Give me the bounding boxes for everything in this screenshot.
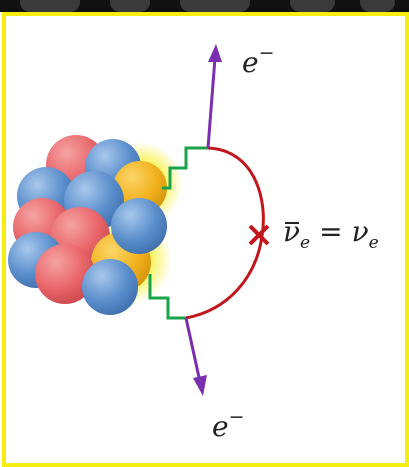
neutron-nucleon: [82, 259, 138, 315]
neutron-nucleon: [111, 198, 167, 254]
majorana-condition-label: νe=νe: [283, 215, 379, 253]
electron-top-label: e−: [242, 42, 275, 79]
x-mark-icon: [248, 224, 270, 246]
antineutrino-symbol: ν: [283, 215, 301, 248]
proton-nucleon: [35, 244, 95, 304]
electron-bottom-label: e−: [212, 406, 245, 443]
neutrino-propagator: [185, 146, 265, 320]
lower-electron-arrow: [184, 317, 207, 396]
top-strip: [0, 0, 409, 12]
nucleus-icon: [8, 135, 183, 315]
upper-electron-arrow: [206, 44, 222, 149]
lower-w-boson-line: [148, 274, 186, 320]
upper-w-boson-line: [162, 146, 208, 190]
